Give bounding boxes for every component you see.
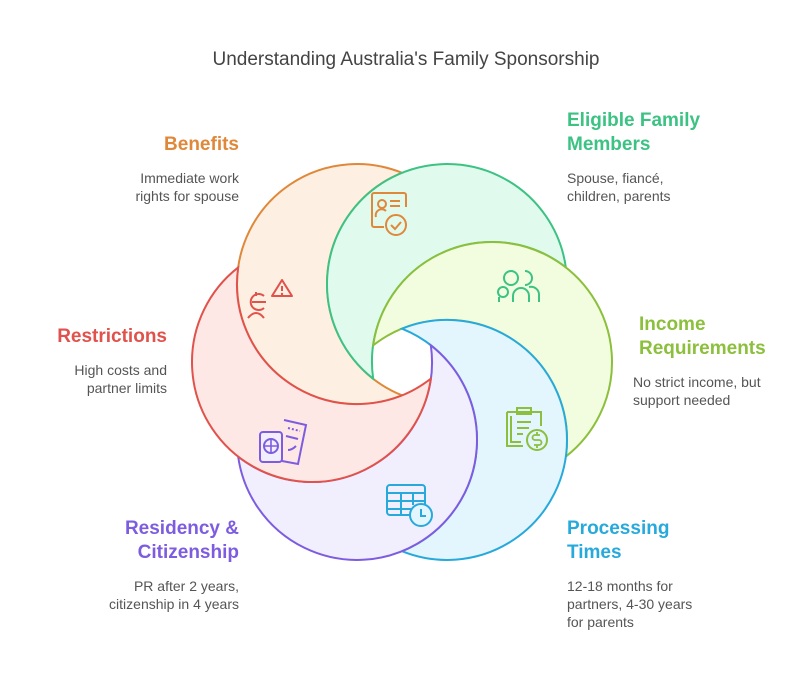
heading-line: Residency &: [124, 518, 239, 539]
description-line: for parents: [567, 614, 634, 630]
heading-processing-times: Processing Times: [567, 517, 692, 565]
heading-residency-citizenship: Residency & Citizenship: [109, 517, 239, 565]
description-line: Immediate work: [140, 170, 239, 186]
label-restrictions: Restrictions High costs and partner limi…: [57, 325, 167, 397]
person-euro-warning-icon: [247, 279, 293, 319]
description-line: High costs and: [74, 362, 167, 378]
label-benefits: Benefits Immediate work rights for spous…: [136, 133, 240, 205]
clipboard-dollar-icon: [506, 407, 548, 451]
heading-line: Restrictions: [57, 326, 167, 347]
description-line: 12-18 months for: [567, 578, 673, 594]
heading-line: Processing: [567, 518, 670, 539]
heading-line: Eligible Family: [567, 110, 701, 131]
heading-line: Times: [567, 542, 622, 563]
label-eligible-family-members: Eligible Family Members Spouse, fiancé, …: [567, 109, 700, 205]
label-residency-citizenship: Residency & Citizenship PR after 2 years…: [109, 517, 239, 613]
crescent-restrictions: [191, 265, 433, 483]
description-line: Spouse, fiancé,: [567, 170, 664, 186]
label-processing-times: Processing Times 12-18 months for partne…: [567, 517, 692, 631]
heading-line: Benefits: [164, 134, 239, 155]
heading-line: Members: [567, 134, 651, 155]
description-residency-citizenship: PR after 2 years, citizenship in 4 years: [109, 577, 239, 613]
description-line: PR after 2 years,: [133, 578, 239, 594]
heading-eligible-family-members: Eligible Family Members: [567, 109, 700, 157]
description-line: partners, 4-30 years: [567, 596, 693, 612]
heading-line: Income: [639, 314, 706, 335]
table-clock-icon: [386, 484, 433, 527]
description-processing-times: 12-18 months for partners, 4-30 years fo…: [567, 577, 692, 631]
description-line: citizenship in 4 years: [109, 596, 239, 612]
description-line: No strict income, but: [633, 374, 761, 390]
heading-line: Requirements: [639, 338, 766, 359]
label-income-requirements: Income Requirements No strict income, bu…: [633, 313, 766, 409]
heading-line: Citizenship: [137, 542, 239, 563]
description-line: partner limits: [86, 380, 167, 396]
description-restrictions: High costs and partner limits: [57, 361, 167, 397]
description-income-requirements: No strict income, but support needed: [633, 373, 766, 409]
heading-income-requirements: Income Requirements: [639, 313, 766, 361]
id-card-check-icon: [371, 192, 407, 236]
description-eligible-family-members: Spouse, fiancé, children, parents: [567, 169, 700, 205]
passport-ticket-icon: [259, 419, 308, 466]
description-line: children, parents: [567, 188, 671, 204]
family-group-icon: [497, 270, 540, 302]
description-line: support needed: [633, 392, 731, 408]
heading-restrictions: Restrictions: [57, 325, 167, 349]
diagram-title: Understanding Australia's Family Sponsor…: [212, 49, 600, 70]
heading-benefits: Benefits: [136, 133, 239, 157]
description-benefits: Immediate work rights for spouse: [136, 169, 240, 205]
description-line: rights for spouse: [135, 188, 240, 204]
